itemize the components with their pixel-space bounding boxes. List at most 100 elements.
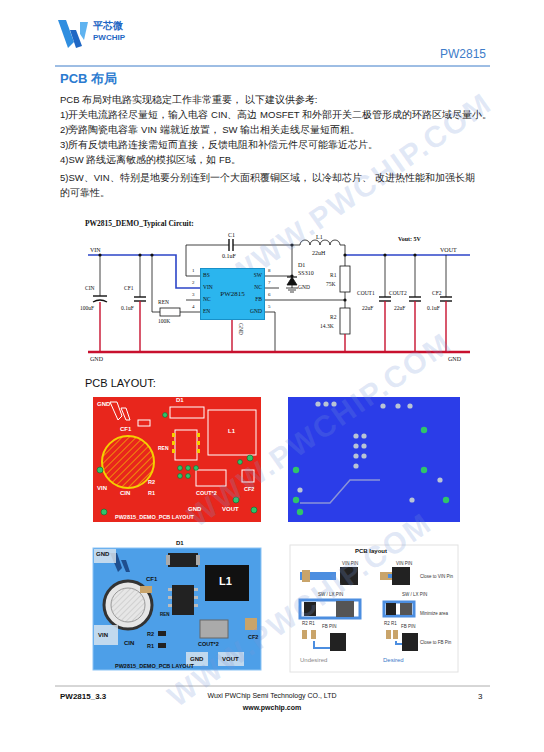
schematic-wires-part [93,295,107,296]
layout-tips-part [384,602,414,616]
layout-note: Minimize area [420,611,448,616]
schematic-label: 4 [192,304,195,310]
footer-rule [55,686,490,687]
red-pcb-part [102,436,154,488]
pcb-silkscreen: CF2 [248,634,258,640]
schematic-wires-part-part [150,253,153,256]
red-pcb-part-part [251,507,257,513]
red-pcb-part-part [163,413,168,418]
brand-text: PW2815 [440,48,486,62]
schematic-label: CF1 [124,285,133,291]
pcb-silkscreen: VIN [98,632,108,639]
schematic-wires-part [340,266,350,292]
layout-note: FB PIN [322,624,337,629]
rendered-pcb-part [121,560,130,572]
schematic-label: 0.1uF [427,305,440,311]
pcb-silkscreen: R2 [148,479,155,485]
schematic-wires-part-part [138,253,141,256]
red-pcb-part-part [172,433,175,437]
schematic-label: VOUT [440,247,457,254]
rendered-pcb-part [205,565,249,601]
body-text: 4)SW 路线远离敏感的模拟区域，如 FB。 [60,155,241,166]
rendered-pcb-part [196,555,200,565]
schematic-label: 1 [192,268,195,274]
blue-pcb-part-part [409,497,414,502]
blue-pcb-part-part [421,467,427,473]
schematic-label: SS310 [298,270,314,277]
layout-tips-part [388,574,392,578]
rendered-pcb-part-part [168,596,172,599]
pcb-silkscreen: L1 [219,575,232,588]
schematic-wires-part [100,255,101,296]
blue-pcb-part-part [353,463,358,468]
schematic-label: C1 [228,232,235,239]
schematic-label: 75K [326,281,335,287]
schematic-label: VIN [90,247,101,254]
schematic-wires-part-part [413,253,416,256]
rendered-pcb-part [168,553,198,567]
red-pcb-part-part [110,402,122,420]
layout-note: PCB layout [355,548,387,555]
pcb-silkscreen: CF1 [120,426,131,433]
layout-note: SW / LX PIN [402,592,427,597]
schematic-wires-part-part [99,302,100,352]
red-pcb-part-part [197,449,200,453]
rendered-pcb-part [168,588,198,607]
schematic-label: 7 [268,280,271,286]
schematic-wires-part-part [98,253,101,256]
red-pcb-part-part [208,410,256,455]
rendered-pcb-part-part [168,588,172,591]
layout-tips-part [311,630,316,639]
rendered-pcb-part-part [168,604,172,607]
layout-note: Close to VIN Pin [420,574,453,579]
schematic-label: REN [158,299,169,305]
pcb-silkscreen: GND [96,551,109,558]
schematic-wires-part [345,254,470,256]
blue-pcb-part-part [353,433,358,438]
blue-pcb-part-part [293,497,299,503]
schematic-label: COUT1 [357,290,375,296]
layout-note: FB PIN [401,624,416,629]
schematic-label: GND [298,284,310,290]
red-pcb-part-part [194,466,199,471]
layout-note: VIN PIN [396,561,412,566]
header-rule-part [55,66,490,67]
red-pcb-part-part [197,433,200,437]
red-pcb-part [172,433,200,453]
footer-text: www.pwchip.com [243,704,301,712]
logo-part [80,22,88,40]
header-rule [55,66,490,67]
blue-pcb-part-part [437,477,442,482]
blue-pcb-part [300,480,380,503]
schematic-wires-part-part [343,253,346,256]
pcb-silkscreen: D1 [176,397,184,404]
pcb-silkscreen: CF2 [244,486,254,492]
red-pcb-part-part [138,420,150,426]
pcb-silkscreen: VOUT [222,656,239,663]
blue-pcb-part-part [395,403,400,408]
section-label: PCB LAYOUT: [85,377,156,390]
schematic-label: 0.1uF [121,305,134,311]
rendered-pcb-part [104,581,152,629]
pcb-silkscreen: R1 [147,643,154,649]
schematic-wires-part [292,285,293,288]
rendered-pcb-part [166,555,170,565]
layout-tips-part [392,567,410,585]
layout-note: R2 R1 [384,621,397,626]
brand-text: PWCHIP [93,33,125,42]
schematic-label: R2 [330,314,336,320]
layout-tips-part [393,630,398,639]
blue-pcb-part-part [407,403,412,408]
rendered-pcb-part [111,588,145,622]
body-text: 5)SW、VIN、特别是地要分别连到一个大面积覆铜区域， 以冷却芯片、 改进热性… [60,170,480,200]
rendered-pcb-part [158,643,166,648]
layout-note: SW / LX PIN [318,592,343,597]
schematic-wires-part [340,308,350,334]
red-pcb-part-part [172,449,175,453]
schematic-wires-part [379,296,391,297]
red-pcb-part-part [186,474,191,479]
schematic-wires-part [288,290,296,291]
schematic-label: NC [203,296,211,302]
